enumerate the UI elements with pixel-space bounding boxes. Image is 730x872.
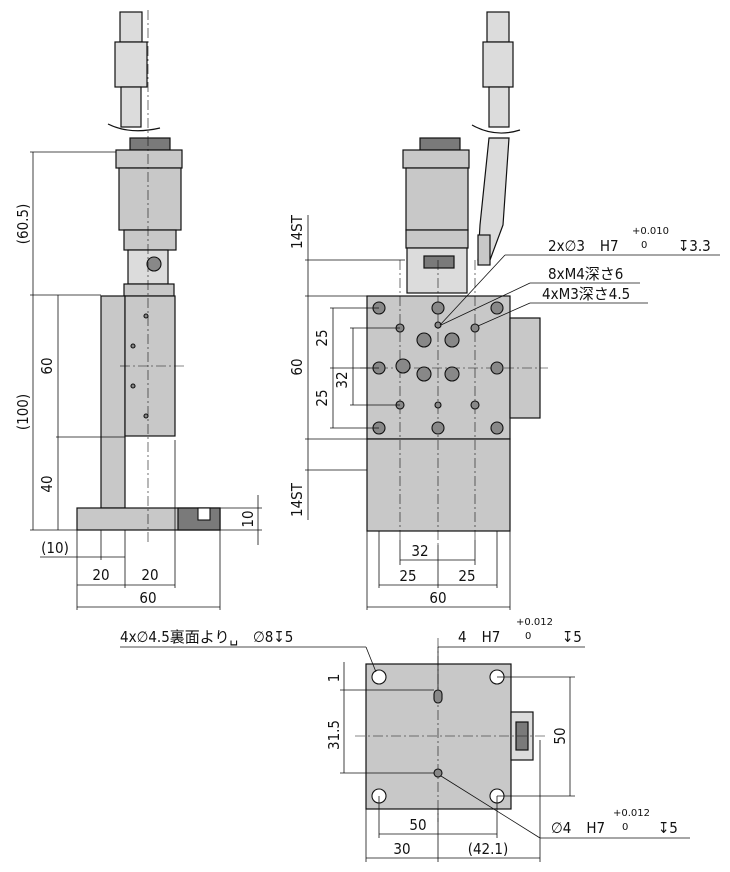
bottom-base [365,663,512,810]
callout-m3-tap: 4xM3深さ4.5 [542,285,630,303]
dim-32-vert: 32 [333,371,351,388]
dim-31-5: 31.5 [325,720,343,750]
dim-60-bottom-side: 60 [139,589,156,607]
callout-slot-tol-upper: +0.012 [516,617,553,628]
pin-hole-2 [434,401,442,409]
callout-slot-hole: 4 H7 [458,628,500,646]
dim-20-a: 20 [92,566,109,584]
dim-25-bottom: 25 [313,389,331,406]
callout-pin-hole: 2x∅3 H7 [548,237,619,255]
slot-hole [433,689,443,704]
side-screw-4 [143,413,149,419]
side-cable-connector [119,11,143,43]
callout-pin-depth: ↧3.3 [678,237,711,255]
dim-100: (100) [14,394,32,430]
callout-pin-tol-upper: +0.010 [632,226,669,237]
round-hole [433,768,443,778]
front-motor [405,167,469,231]
center-hole-3 [395,358,411,374]
front-cable-sleeve [482,41,514,88]
front-break-line [471,124,521,134]
m4-hole-8 [490,421,504,435]
front-spring [423,255,455,269]
m3-hole-4 [470,400,480,410]
dim-60-5: (60.5) [14,204,32,245]
dim-20-b: 20 [141,566,158,584]
callout-round-depth: ↧5 [658,819,678,837]
callout-slot-tol-lower: 0 [525,631,531,642]
dim-60-bottom-front: 60 [429,589,446,607]
side-cable-sleeve [114,41,148,88]
dim-25-right: 25 [458,567,475,585]
dim-14st-top: 14ST [288,214,306,249]
dim-10-paren: (10) [41,539,69,557]
m4-hole-5 [490,361,504,375]
m3-hole-2 [470,323,480,333]
front-coupling [405,229,469,249]
callout-slot-depth: ↧5 [562,628,582,646]
front-cable [488,86,510,128]
m4-hole-3 [490,301,504,315]
side-motor-top [115,149,183,169]
front-table [366,295,511,440]
dim-32-horiz: 32 [411,542,428,560]
m4-hole-7 [431,421,445,435]
m4-hole-2 [431,301,445,315]
dim-60-front: 60 [288,358,306,375]
callout-round-tol-lower: 0 [622,822,628,833]
center-hole-5 [444,366,460,382]
front-side-sensor [477,234,491,266]
dim-50-bottom: 50 [409,816,426,834]
side-coupling [123,229,177,251]
side-screw-3 [143,313,149,319]
callout-round-tol-upper: +0.012 [613,808,650,819]
front-guide [406,247,468,294]
side-cable [120,86,142,128]
side-counterbore [197,507,211,521]
center-hole-2 [444,332,460,348]
dim-42-1: (42.1) [468,840,509,858]
side-column [100,295,126,509]
dim-50-right: 50 [551,727,569,744]
bottom-view: 1 31.5 50 50 30 (42.1) 4x∅4.5裏面より␣ ∅8↧5 … [120,617,690,862]
callout-round-hole: ∅4 H7 [551,819,605,837]
side-carriage-top [123,283,175,297]
side-screw-1 [130,343,136,349]
dim-40: 40 [38,475,56,492]
center-hole-1 [416,332,432,348]
side-stage [124,295,176,437]
dim-10-thickness: 10 [239,510,257,527]
front-view: 14ST 60 14ST 25 25 32 32 25 25 60 2x∅3 H… [288,11,720,610]
dim-25-top: 25 [313,329,331,346]
dim-25-left: 25 [399,567,416,585]
front-motor-top [402,149,470,169]
side-view: (60.5) (100) 60 40 10 (10) 20 20 60 [14,10,262,610]
dim-14st-bottom: 14ST [288,482,306,517]
dim-30: 30 [393,840,410,858]
front-cable-connector [486,11,510,43]
front-base [366,438,511,532]
side-clamp-screw [146,256,162,272]
side-break-line [107,123,161,132]
callout-pin-tol-lower: 0 [641,240,647,251]
side-motor [118,167,182,231]
side-knob [129,137,171,151]
callout-m4-tap: 8xM4深さ6 [548,265,623,283]
dim-1: 1 [325,674,343,683]
dim-60-side: 60 [38,357,56,374]
callout-counterbore: 4x∅4.5裏面より␣ ∅8↧5 [120,628,293,646]
front-knob [419,137,461,151]
center-hole-4 [416,366,432,382]
counterbore-hole-1 [371,669,387,685]
side-screw-2 [130,383,136,389]
